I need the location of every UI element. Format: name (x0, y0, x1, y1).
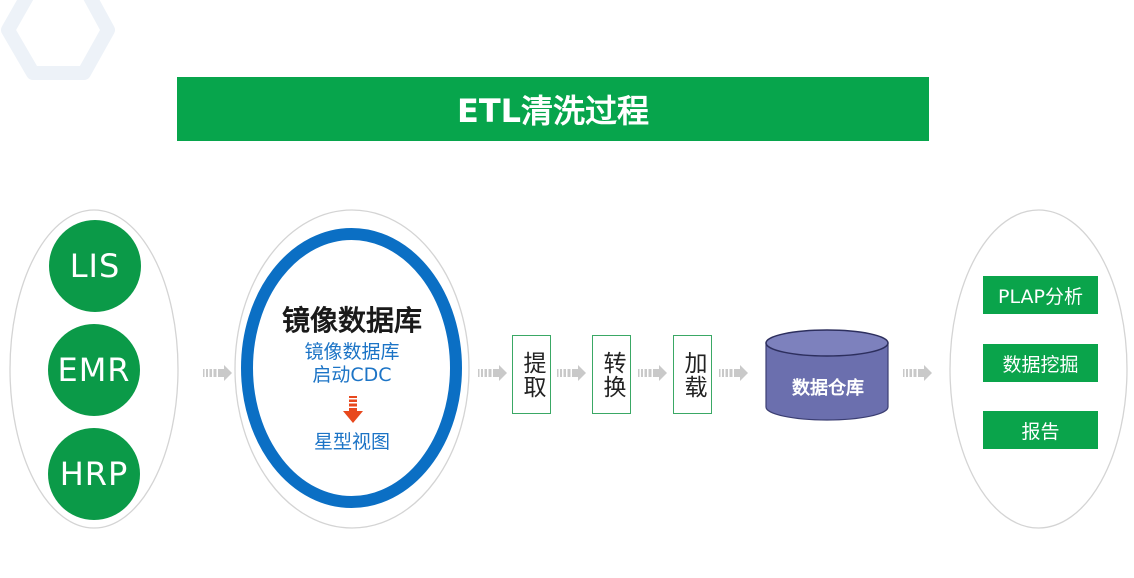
output-label: 报告 (1021, 420, 1060, 443)
source-label: LIS (69, 247, 121, 285)
flow-arrow-icon (478, 365, 507, 381)
source-label: EMR (57, 351, 131, 389)
source-label: HRP (59, 455, 129, 493)
mirror-line: 镜像数据库 (304, 341, 400, 363)
flow-arrow-icon (719, 365, 748, 381)
output-label: PLAP分析 (998, 285, 1083, 308)
step-label: 提取 (519, 350, 545, 399)
step-transform: 转换 (592, 335, 631, 414)
cylinder-body (765, 342, 889, 421)
output-label: 数据挖掘 (1002, 353, 1079, 376)
title-banner: ETL清洗过程 (177, 77, 929, 141)
output-data-mining: 数据挖掘 (983, 344, 1098, 382)
flow-arrow-icon (903, 365, 932, 381)
flow-arrow-icon (638, 365, 667, 381)
step-load: 加载 (673, 335, 712, 414)
source-node-emr: EMR (48, 324, 140, 416)
step-label: 加载 (680, 350, 706, 399)
warehouse-label: 数据仓库 (792, 378, 864, 399)
output-report: 报告 (983, 411, 1098, 449)
step-label: 转换 (599, 350, 625, 399)
cylinder-top (765, 329, 889, 357)
source-node-hrp: HRP (48, 428, 140, 520)
flow-arrow-icon (557, 365, 586, 381)
mirror-ring (241, 228, 462, 508)
mirror-result: 星型视图 (313, 431, 390, 453)
source-node-lis: LIS (49, 220, 141, 312)
mirror-heading: 镜像数据库 (281, 304, 422, 337)
decorative-hexagon (1, 0, 115, 80)
data-warehouse-cylinder (765, 329, 889, 421)
output-olap: PLAP分析 (983, 276, 1098, 314)
flow-arrow-icon (203, 365, 232, 381)
down-arrow-icon (343, 396, 363, 423)
mirror-line: 启动CDC (312, 364, 392, 386)
page-title: ETL清洗过程 (456, 92, 650, 130)
step-extract: 提取 (512, 335, 551, 414)
